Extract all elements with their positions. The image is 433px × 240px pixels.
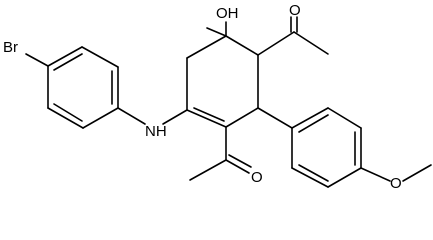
bromine-label: Br (3, 39, 18, 56)
ketone-oxygen-top-label: O (289, 2, 301, 19)
cyclohexene-ring (186, 35, 259, 128)
bromophenyl-ring (47, 46, 119, 129)
structure-canvas: Br NH OH O O O (3, 2, 432, 192)
hydroxyl-label: OH (216, 5, 239, 22)
bond-ring-nitrogen (117, 107, 146, 125)
ketone-oxygen-bottom-label: O (251, 169, 263, 186)
molecule-drawing: Br NH OH O O O (3, 2, 432, 192)
methoxyphenyl-ring (257, 107, 362, 188)
bond-methyl (206, 27, 227, 37)
acetyl-group-top (257, 16, 329, 56)
bond-ring-bromine (25, 53, 49, 67)
amine-label: NH (145, 123, 167, 140)
acetyl-group-bottom (189, 126, 252, 181)
bond-nitrogen-ring (162, 109, 188, 125)
bond-methoxy-oxygen (360, 167, 391, 182)
methoxy-oxygen-label: O (390, 175, 402, 192)
bond-methoxy-methyl (402, 164, 432, 182)
